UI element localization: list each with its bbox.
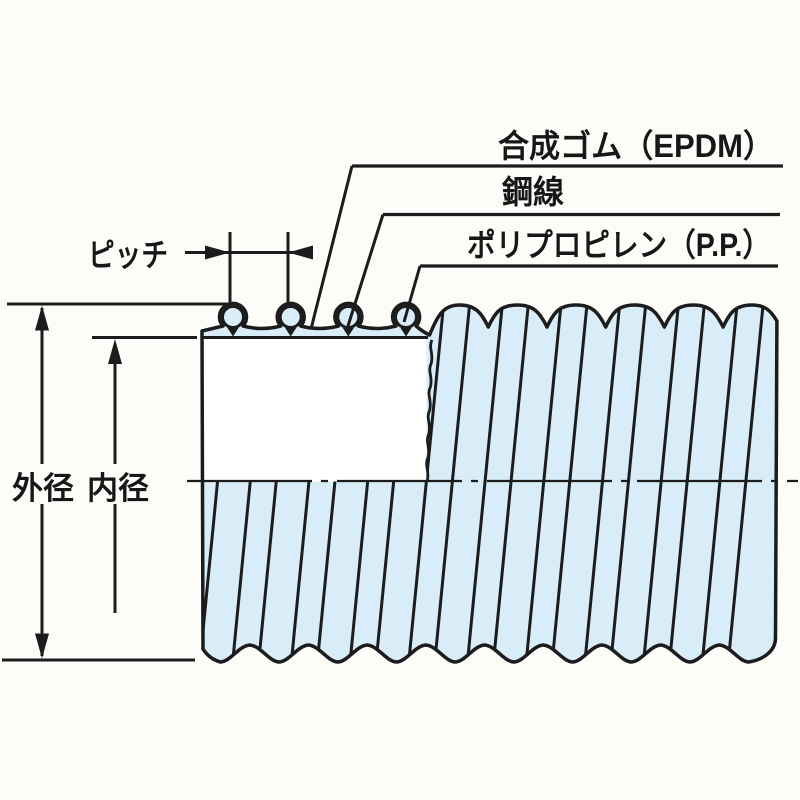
leader-line [309, 165, 354, 330]
label-inner-diameter: 内径 [87, 471, 149, 506]
cutaway-bore [204, 339, 427, 482]
wire-seat-wedge [285, 328, 297, 337]
steel-wire-circle [221, 305, 245, 329]
label-backdrop [6, 464, 162, 504]
break-line [425, 339, 434, 482]
arrowhead [108, 339, 122, 364]
hose-drawing [2, 164, 798, 664]
label-steel-wire: 鋼線 [502, 174, 564, 210]
arrowhead [35, 633, 49, 659]
label-outer-diameter: 外径 [12, 471, 74, 506]
wire-seat-wedge [227, 328, 239, 337]
hose-outline [200, 301, 779, 664]
leader-line [346, 214, 385, 327]
wire-seat-wedge [400, 328, 412, 337]
arrowhead [35, 305, 49, 331]
label-polypropylene-pp: ポリプロピレン（P.P.） [467, 227, 771, 263]
label-synthetic-rubber-epdm: 合成ゴム（EPDM） [498, 128, 774, 164]
leader-line [402, 265, 422, 323]
label-pitch: ピッチ [88, 237, 168, 273]
wire-seat-wedge [342, 328, 354, 337]
arrowhead [205, 245, 230, 260]
steel-wire-circle [278, 305, 303, 329]
arrowhead [288, 245, 313, 260]
